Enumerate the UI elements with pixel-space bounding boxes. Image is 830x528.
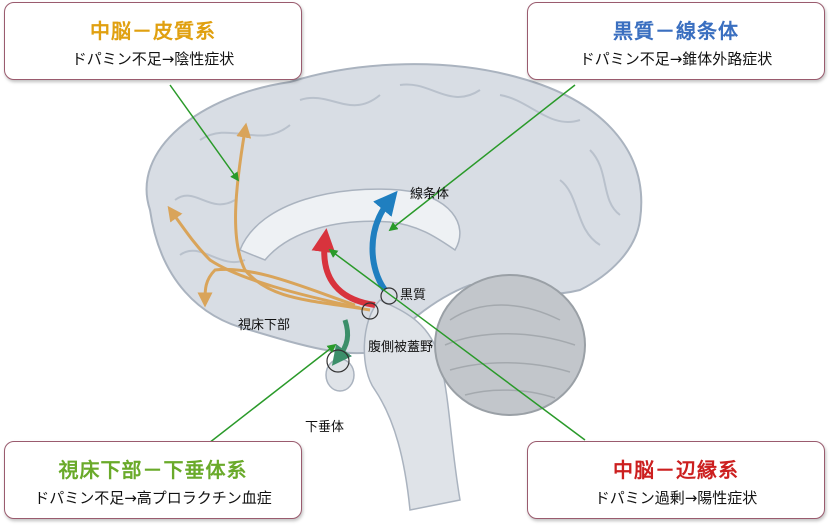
mesocortical-subtitle: ドパミン不足→陰性症状 — [71, 50, 235, 68]
tuberoinfundibular-box: 視床下部－下垂体系 ドパミン不足→高プロラクチン血症 — [4, 441, 302, 519]
mesolimbic-subtitle: ドパミン過剰→陽性症状 — [594, 489, 758, 507]
tuberoinfundibular-title: 視床下部－下垂体系 — [58, 458, 248, 482]
substantia-nigra-circle — [380, 287, 398, 305]
substantia-nigra-label: 黒質 — [400, 288, 427, 303]
vta-label: 腹側被蓋野 — [368, 340, 434, 355]
mesolimbic-box: 中脳－辺縁系 ドパミン過剰→陽性症状 — [527, 441, 825, 519]
pointer-lines — [169, 84, 586, 451]
hypothalamus-label: 視床下部 — [238, 318, 291, 333]
mesolimbic-title: 中脳－辺縁系 — [613, 458, 739, 482]
pituitary-circle — [326, 349, 350, 373]
tuberoinfundibular-pathway — [331, 319, 353, 366]
corpus-callosum — [239, 188, 461, 261]
pituitary-shape — [325, 358, 355, 392]
mesocortical-title: 中脳－皮質系 — [90, 19, 216, 43]
mesolimbic-pathway — [311, 228, 376, 308]
striatum-label: 線条体 — [410, 187, 450, 202]
nigrostriatal-title: 黒質－線条体 — [613, 19, 739, 43]
nigrostriatal-subtitle: ドパミン不足→錐体外路症状 — [579, 50, 773, 68]
vta-circle — [361, 302, 379, 320]
tuberoinfundibular-subtitle: ドパミン不足→高プロラクチン血症 — [34, 489, 272, 507]
nigrostriatal-pathway — [369, 190, 398, 292]
pituitary-label: 下垂体 — [305, 420, 345, 435]
mesocortical-box: 中脳－皮質系 ドパミン不足→陰性症状 — [4, 2, 302, 80]
cerebellum-folia — [444, 304, 576, 399]
nigrostriatal-box: 黒質－線条体 ドパミン不足→錐体外路症状 — [527, 2, 825, 80]
